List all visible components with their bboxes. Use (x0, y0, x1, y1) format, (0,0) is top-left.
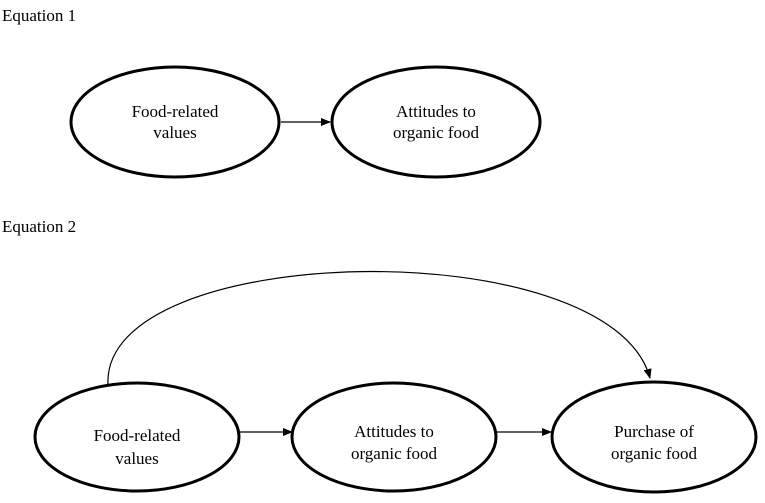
eq2-node-attitudes-to-organic-food: Attitudes to organic food (290, 381, 498, 493)
eq2-node-attitudes-line1: Attitudes to (354, 422, 434, 441)
eq2-node-food-related-values-line2: values (115, 449, 158, 468)
equation-2-label: Equation 2 (2, 217, 77, 236)
eq1-node-food-related-values-line1: Food-related (132, 102, 219, 121)
eq2-node-purchase-of-organic-food: Purchase of organic food (550, 380, 758, 494)
eq2-node-food-related-values: Food-related values (33, 381, 241, 493)
eq1-node-attitudes-line2: organic food (393, 123, 480, 142)
eq1-node-attitudes-line1: Attitudes to (396, 102, 476, 121)
eq1-node-food-related-values-line2: values (153, 123, 196, 142)
eq2-arrow-values-to-purchase (107, 270, 652, 386)
equation-1-label: Equation 1 (2, 6, 77, 25)
eq2-node-purchase-line2: organic food (611, 444, 698, 463)
eq1-node-food-related-values: Food-related values (69, 65, 281, 179)
eq2-node-food-related-values-line1: Food-related (94, 426, 181, 445)
eq1-node-attitudes-to-organic-food: Attitudes to organic food (330, 65, 542, 179)
eq2-node-purchase-line1: Purchase of (614, 422, 694, 441)
eq2-node-attitudes-line2: organic food (351, 444, 438, 463)
